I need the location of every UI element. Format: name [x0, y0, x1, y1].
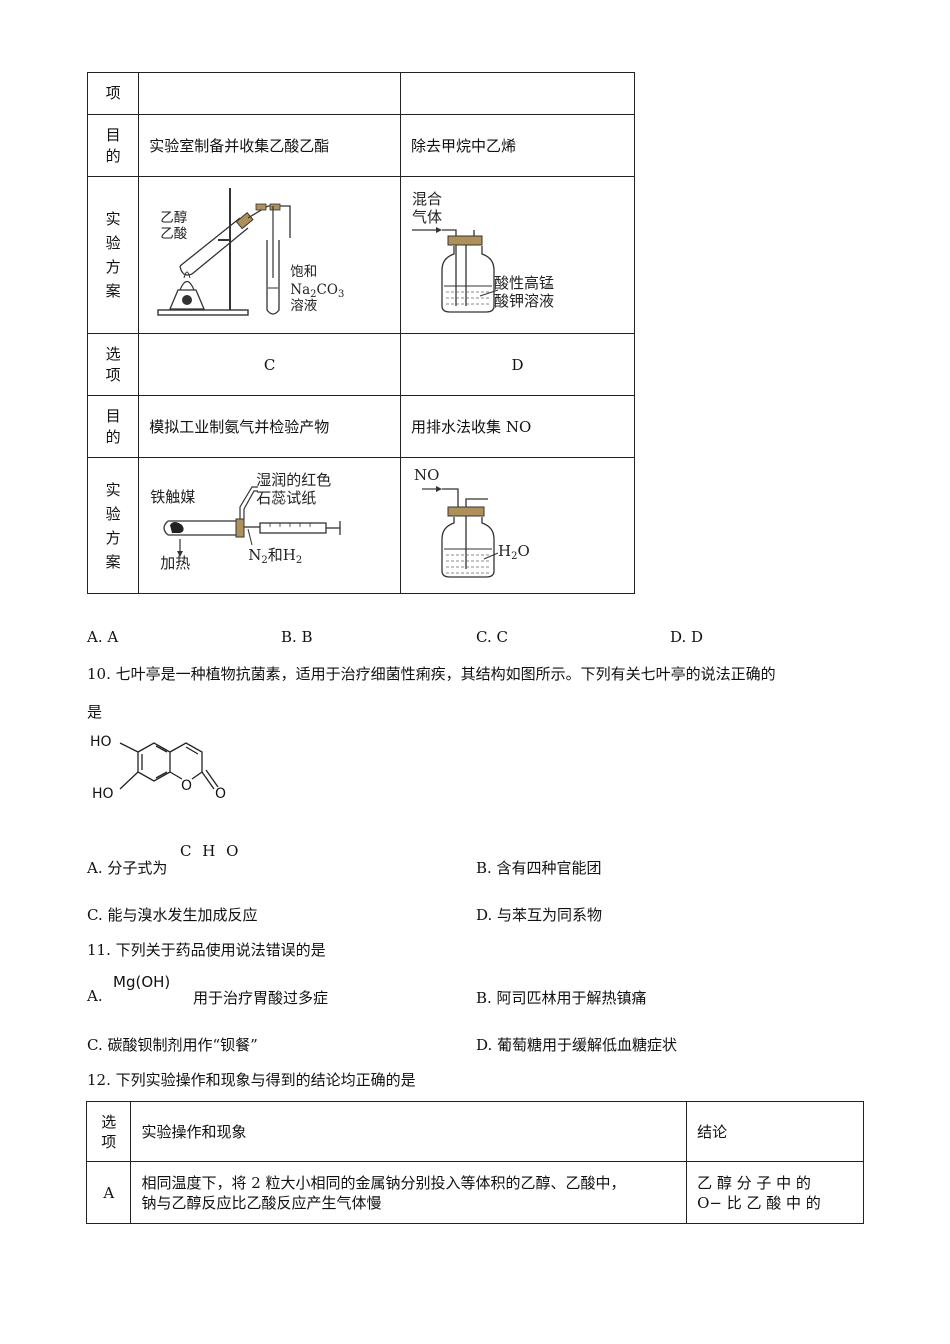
water-collection-diagram: NO H2O — [402, 459, 633, 592]
purpose-b: 除去甲烷中乙烯 — [400, 114, 635, 177]
q11-option-d[interactable]: D. 葡萄糖用于缓解低血糖症状 — [476, 1036, 678, 1054]
q9-option-b[interactable]: B. B — [281, 628, 313, 646]
water-collection-svg — [422, 486, 499, 578]
q12-row-a-conclusion-line2: O− 比 乙 酸 中 的 — [697, 1193, 821, 1212]
q11-option-a-formula: Mg(OH) — [113, 973, 171, 991]
ester-apparatus-diagram: 乙醇 乙酸 饱和 Na2CO3 溶液 — [140, 178, 399, 332]
catalyst-label: 铁触媒 — [150, 488, 196, 506]
row-label-xiang: 项 — [86, 72, 140, 115]
no-gas-label: NO — [414, 466, 440, 484]
q10-option-a[interactable]: A. 分子式为 — [87, 859, 168, 877]
q11-stem: 11. 下列关于药品使用说法错误的是 — [87, 941, 326, 959]
q11-option-b[interactable]: B. 阿司匹林用于解热镇痛 — [476, 989, 647, 1007]
q10-option-c[interactable]: C. 能与溴水发生加成反应 — [87, 906, 258, 924]
esculetin-structure-svg — [119, 742, 219, 790]
purpose-c: 模拟工业制氨气并检验产物 — [138, 395, 402, 458]
q12-row-a-operation-line2: 钠与乙醇反应比乙酸反应产生气体慢 — [141, 1193, 382, 1212]
q12-row-a-option: A — [85, 1161, 132, 1224]
ammonia-apparatus-svg — [163, 486, 341, 557]
q12-row-a-conclusion-line1: 乙 醇 分 子 中 的 — [697, 1173, 811, 1192]
kmno4-label: 酸性高锰 酸钾溶液 — [494, 274, 555, 310]
q10-stem-line2: 是 — [87, 703, 103, 721]
q11-option-a-text: 用于治疗胃酸过多症 — [193, 989, 329, 1007]
tube-label-line1: 饱和 — [290, 264, 318, 280]
q9-option-c[interactable]: C. C — [476, 628, 508, 646]
q12-table: 选项 实验操作和现象 结论 A 相同温度下，将 2 粒大小相同的金属钠分别投入等… — [85, 1101, 864, 1224]
q12-header-conclusion: 结论 — [686, 1101, 864, 1162]
hydroxyl-label-bottom: HO — [92, 786, 114, 802]
heat-label: 加热 — [160, 554, 191, 572]
mixed-gas-label: 混合 气体 — [412, 190, 443, 226]
water-label: H2O — [498, 542, 530, 562]
row-label-purpose-1: 目的 — [105, 125, 121, 165]
q12-header-operation: 实验操作和现象 — [130, 1101, 688, 1162]
q9-option-d[interactable]: D. D — [670, 628, 704, 646]
ammonia-apparatus-diagram: 湿润的红色 石蕊试纸 铁触媒 加热 N2和H2 — [140, 459, 399, 592]
row-label-scheme-2: 实验方案 — [105, 480, 121, 571]
q10-option-d[interactable]: D. 与苯互为同系物 — [476, 906, 603, 924]
q9-option-a[interactable]: A. A — [87, 628, 119, 646]
q11-option-a[interactable]: A. — [87, 987, 103, 1005]
q12-header-option: 选项 — [101, 1112, 117, 1151]
q10-option-b[interactable]: B. 含有四种官能团 — [476, 859, 602, 877]
q12-row-a-operation-line1: 相同温度下，将 2 粒大小相同的金属钠分别投入等体积的乙醇、乙酸中， — [141, 1173, 626, 1192]
ester-apparatus-svg — [157, 188, 291, 316]
esculetin-structure: HO HO O O — [88, 732, 238, 804]
row-label-purpose-2: 目的 — [105, 406, 121, 446]
row-label-option-2: 选项 — [105, 344, 121, 384]
q10-stem-line1: 10. 七叶亭是一种植物抗菌素，适用于治疗细菌性痢疾，其结构如图所示。下列有关七… — [87, 665, 776, 683]
option-c: C — [138, 333, 402, 396]
wash-bottle-diagram: 混合 气体 酸性高锰 酸钾溶液 — [402, 178, 633, 332]
row-label-scheme-1: 实验方案 — [105, 210, 121, 300]
tube-label-line3: 溶液 — [290, 298, 318, 314]
litmus-paper-label: 湿润的红色 石蕊试纸 — [256, 471, 332, 507]
q12-stem: 12. 下列实验操作和现象与得到的结论均正确的是 — [87, 1071, 416, 1089]
carbonyl-oxygen-label: O — [215, 786, 227, 802]
option-d: D — [400, 333, 635, 396]
n2-h2-label: N2和H2 — [248, 546, 303, 566]
tube-label-line2: Na2CO3 — [290, 282, 345, 300]
hydroxyl-label-top: HO — [90, 734, 112, 750]
ring-oxygen-label: O — [181, 778, 193, 794]
reagent-label: 乙醇 乙酸 — [160, 210, 188, 242]
experiment-table: 项 目的 实验室制备并收集乙酸乙酯 除去甲烷中乙烯 实验方案 — [86, 72, 635, 594]
wash-bottle-svg — [412, 227, 499, 313]
q11-option-c[interactable]: C. 碳酸钡制剂用作“钡餐” — [87, 1036, 258, 1054]
purpose-a: 实验室制备并收集乙酸乙酯 — [138, 114, 402, 177]
q10-option-a-formula: C H O — [180, 842, 242, 860]
purpose-d: 用排水法收集 NO — [400, 395, 635, 458]
